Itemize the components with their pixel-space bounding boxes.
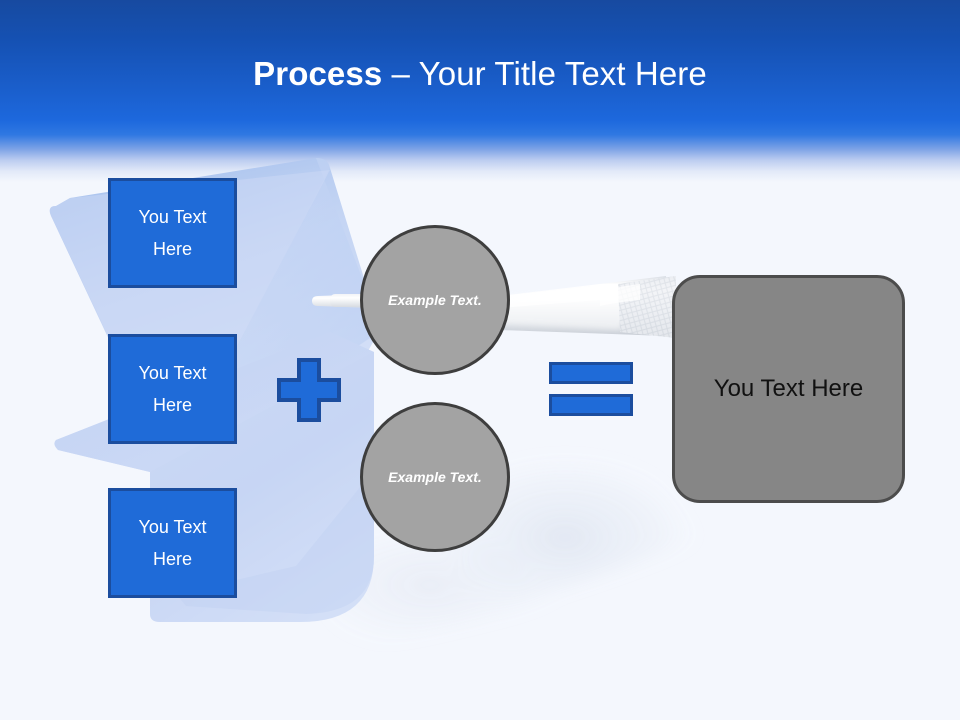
input-box-2[interactable]: You Text Here (108, 334, 237, 444)
equals-bar-top (549, 362, 633, 384)
input-box-3[interactable]: You Text Here (108, 488, 237, 598)
result-box-label: You Text Here (713, 375, 864, 402)
result-box[interactable]: You Text Here (672, 275, 905, 503)
factor-circle-1-label: Example Text. (388, 292, 482, 308)
input-box-1-label: You Text Here (138, 207, 207, 259)
factor-circle-2-label: Example Text. (388, 469, 482, 485)
title-strong: Process (253, 55, 383, 92)
title-rest: – Your Title Text Here (382, 55, 707, 92)
input-box-3-label: You Text Here (138, 517, 207, 569)
input-box-1[interactable]: You Text Here (108, 178, 237, 288)
equals-icon (549, 362, 633, 418)
plus-icon (277, 358, 341, 422)
factor-circle-2[interactable]: Example Text. (360, 402, 510, 552)
equals-bar-bottom (549, 394, 633, 416)
header-gradient-band (0, 0, 960, 182)
slide-title: Process – Your Title Text Here (0, 52, 960, 96)
factor-circle-1[interactable]: Example Text. (360, 225, 510, 375)
input-box-2-label: You Text Here (138, 363, 207, 415)
